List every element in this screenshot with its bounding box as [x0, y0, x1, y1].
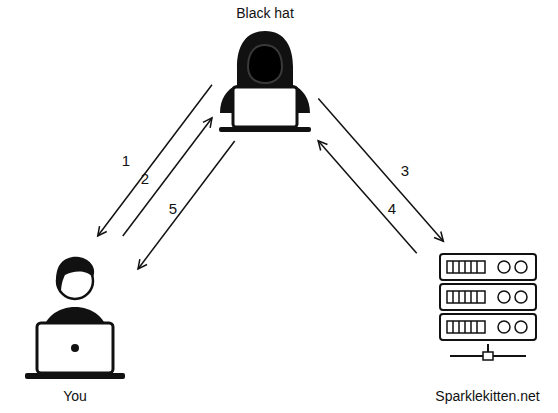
arrow-head — [98, 226, 107, 236]
laptop-logo — [71, 344, 79, 352]
node-label: You — [63, 388, 87, 405]
network-port — [483, 352, 493, 360]
arrow-connector — [138, 141, 235, 269]
server-unit — [440, 314, 536, 340]
arrow-line — [318, 98, 443, 241]
step-number: 1 — [122, 152, 130, 169]
step-number: 4 — [388, 200, 396, 217]
arrow-line — [138, 141, 235, 269]
figure-node: You — [15, 240, 135, 405]
arrow-connector — [123, 118, 212, 236]
server-unit — [440, 254, 536, 280]
arrow-connector — [318, 141, 417, 254]
hair — [56, 257, 94, 293]
step-number: 5 — [169, 200, 177, 217]
arrow-head — [318, 141, 327, 151]
node-label: Sparklekitten.net — [435, 388, 539, 405]
server-figure — [440, 254, 536, 360]
arrow-connector — [318, 98, 443, 241]
figure-node: Black hat — [215, 5, 315, 137]
arrow-line — [318, 141, 417, 254]
figure-node: Sparklekitten.net — [420, 245, 555, 405]
hood-opening — [248, 45, 282, 83]
arrow-line — [98, 85, 212, 236]
arrow-line — [123, 118, 212, 236]
hacker-figure — [219, 31, 311, 132]
laptop-base — [219, 127, 311, 132]
arrow-connector — [98, 85, 212, 236]
node-label: Black hat — [236, 5, 294, 22]
step-number: 2 — [141, 170, 149, 187]
laptop-base — [25, 373, 125, 379]
arrow-head — [203, 118, 212, 128]
server-unit — [440, 284, 536, 310]
arrow-head — [138, 259, 147, 269]
laptop — [37, 323, 113, 373]
step-number: 3 — [401, 162, 409, 179]
user-figure — [25, 257, 125, 379]
arrow-head — [434, 232, 443, 242]
laptop — [233, 87, 297, 127]
